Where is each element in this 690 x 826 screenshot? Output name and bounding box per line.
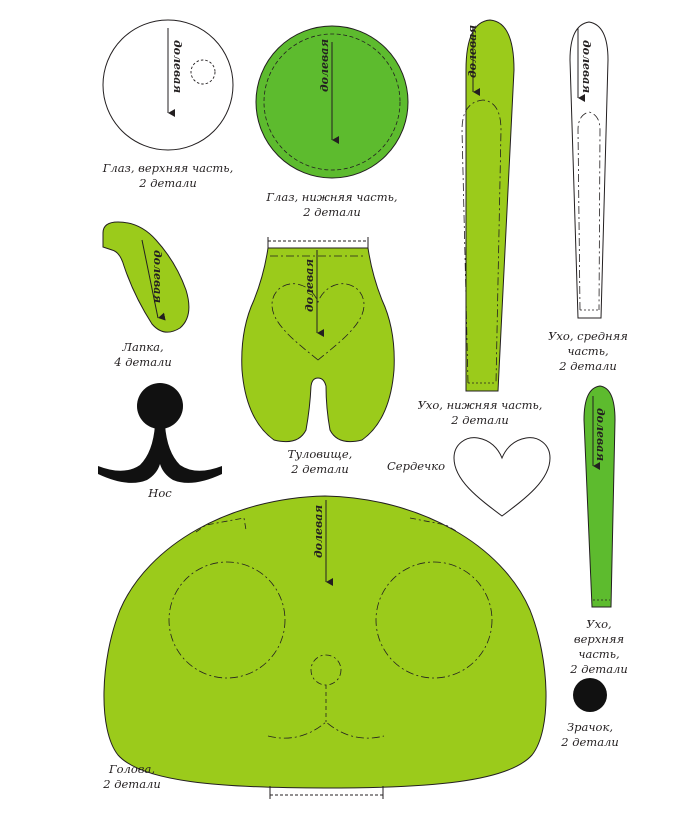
head-caption-1: Голова, <box>108 762 155 776</box>
head-mouth-curve <box>267 721 385 739</box>
pupil-caption-1: Зрачок, <box>567 720 613 734</box>
ear-upper-piece: долевая Ухо, верхняя часть, 2 детали <box>569 385 628 676</box>
body-piece: долевая Туловище, 2 детали <box>241 237 395 476</box>
head-eye-right-outline <box>375 561 493 679</box>
grain-label: долевая <box>171 40 184 93</box>
pupil-caption-2: 2 детали <box>560 735 619 749</box>
nose-ball <box>137 383 183 429</box>
grain-label: долевая <box>303 259 316 312</box>
head-dart-right <box>409 517 459 533</box>
eye-upper-caption-2: 2 детали <box>138 176 197 190</box>
ear-middle-caption-1: Ухо, средняя <box>548 329 628 343</box>
head-eye-left-outline <box>168 561 286 679</box>
paw-caption-2: 4 детали <box>113 355 172 369</box>
nose-caption: Нос <box>147 486 172 500</box>
pupil-piece: Зрачок, 2 детали <box>560 678 619 749</box>
ear-lower-caption-1: Ухо, нижняя часть, <box>418 398 543 412</box>
head-shape <box>103 495 547 789</box>
grain-label: долевая <box>151 250 164 303</box>
ear-upper-caption-3: часть, <box>578 647 619 661</box>
heart-piece: Сердечко <box>387 437 551 517</box>
eye-upper-piece: долевая Глаз, верхняя часть, 2 детали <box>102 19 234 190</box>
nose-mouth-shape <box>98 425 222 483</box>
head-piece: долевая Голова, 2 детали <box>102 495 547 799</box>
ear-lower-piece: долевая Ухо, нижняя часть, 2 детали <box>418 19 543 427</box>
paw-shape <box>102 221 190 333</box>
paw-caption-1: Лапка, <box>121 340 163 354</box>
ear-middle-seam <box>577 111 601 311</box>
ear-lower-caption-2: 2 детали <box>450 413 509 427</box>
ear-upper-caption-2: верхняя <box>574 632 624 646</box>
body-shape <box>241 247 395 443</box>
heart-caption: Сердечко <box>387 459 445 473</box>
body-caption-2: 2 детали <box>290 462 349 476</box>
nose-piece: Нос <box>98 383 222 500</box>
ear-upper-caption-4: 2 детали <box>569 662 628 676</box>
grain-label: долевая <box>580 40 593 93</box>
ear-middle-caption-2: часть, <box>567 344 608 358</box>
eye-upper-dashed-circle <box>190 59 216 85</box>
grain-label: долевая <box>312 505 325 558</box>
eye-lower-caption-2: 2 детали <box>302 205 361 219</box>
grain-arrow <box>141 239 166 321</box>
head-caption-2: 2 детали <box>102 777 161 791</box>
eye-upper-caption-1: Глаз, верхняя часть, <box>102 161 233 175</box>
pupil-shape <box>573 678 607 712</box>
paw-piece: долевая Лапка, 4 детали <box>102 221 190 369</box>
eye-lower-piece: долевая Глаз, нижняя часть, 2 детали <box>255 25 409 219</box>
body-caption-1: Туловище, <box>288 447 353 461</box>
ear-upper-shape <box>583 385 616 608</box>
eye-lower-dashed-circle <box>263 33 401 171</box>
ear-upper-caption-1: Ухо, <box>586 617 611 631</box>
ear-middle-piece: долевая Ухо, средняя часть, 2 детали <box>548 21 628 373</box>
grain-label: долевая <box>318 39 331 92</box>
ear-lower-seam <box>461 99 502 384</box>
body-heart-outline <box>271 283 365 361</box>
grain-label: долевая <box>594 408 607 461</box>
eye-lower-caption-1: Глаз, нижняя часть, <box>265 190 397 204</box>
head-dart-left <box>195 517 247 533</box>
ear-middle-caption-3: 2 детали <box>558 359 617 373</box>
grain-label: долевая <box>466 25 479 78</box>
ear-lower-shape <box>465 19 515 392</box>
heart-shape <box>453 437 551 517</box>
